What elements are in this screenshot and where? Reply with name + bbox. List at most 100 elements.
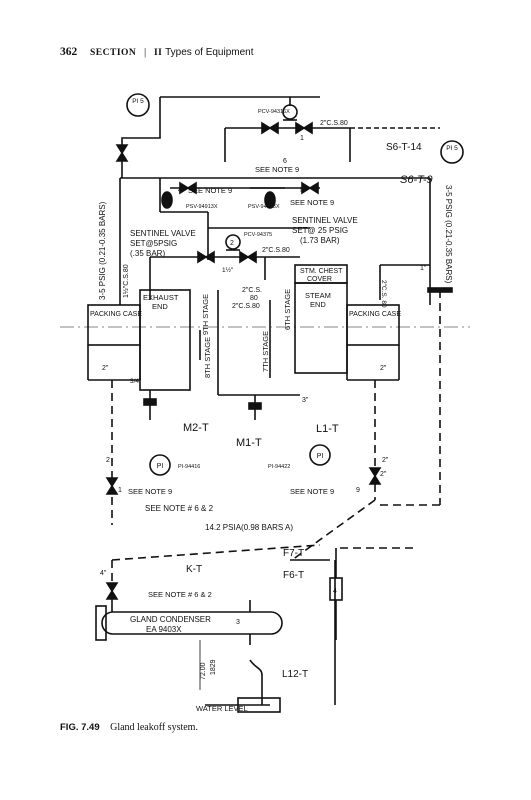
size-1half-label: 1½" (222, 266, 234, 274)
pi-5-right-icon (440, 140, 464, 164)
sentinel-left-2: SET@5PSIG (130, 239, 177, 248)
f6-valve (290, 548, 343, 640)
page-number: 362 (60, 46, 78, 58)
num-6-label: 6 (283, 158, 287, 165)
see-note-9-top: SEE NOTE 9 (255, 165, 299, 174)
pi5-top-label: PI 5 (132, 98, 144, 105)
num-4-label: 4 (178, 187, 182, 194)
pi-right-label: PI (317, 453, 324, 460)
valve-1-label: 1 (300, 135, 304, 142)
stage-6-label: 6TH STAGE (283, 289, 292, 330)
cs-top-label: 2"C.S.80 (320, 120, 348, 127)
m2t-label: M2-T (183, 422, 209, 434)
gland-condenser (95, 560, 336, 713)
kt-label: K-T (186, 564, 202, 575)
stm-chest-1: STM. CHEST (300, 268, 343, 275)
water-level-label: WATER LEVEL (196, 704, 248, 713)
pi-tag-right: PI-94422 (268, 464, 290, 470)
size-2c-label: 2" (382, 457, 389, 464)
pi-left-label: PI (157, 463, 164, 470)
stage-8-label: 8TH STAGE (203, 337, 212, 378)
s6t9-label: S6-T-9 (400, 174, 433, 186)
psv-right-tag: PSV-94913X (248, 204, 280, 210)
packing-case-left: PACKING CASE (90, 311, 142, 318)
gland-condenser-label: GLAND CONDENSER (130, 615, 211, 624)
num-4b-label: 4 (333, 588, 337, 595)
cs80-mid-1: 2"C.S. (242, 287, 262, 294)
page-header: 362 SECTION | II Types of Equipment (60, 46, 254, 58)
pi5-right-label: PI 5 (446, 145, 458, 152)
see-note-9-r2: SEE NOTE 9 (290, 487, 334, 496)
size-3-label: 3" (302, 397, 309, 404)
exhaust-end-1: EXHAUST (143, 293, 179, 302)
exhaust-end-2: END (152, 302, 168, 311)
stage-lines (149, 290, 300, 420)
sentinel-left-3: (.35 BAR) (130, 249, 165, 258)
gland-tag-label: EA 9403X (146, 625, 182, 634)
cs80-mid-2: 80 (250, 295, 258, 302)
cs80-right-label: 2"C.S. 80 (380, 280, 387, 308)
cs80-a-label: 2"C.S.80 (262, 247, 290, 254)
s6t14-label: S6-T-14 (386, 142, 422, 153)
packing-case-right: PACKING CASE (349, 311, 401, 318)
drain-lines (111, 290, 441, 600)
figure-caption: FIG. 7.49 Gland leakoff system. (60, 722, 198, 733)
diagram-labels: PI 5 PI 5 PI PI 3-5 PSIG (0.21-0.35 BARS… (90, 98, 458, 713)
see-note-6-2a: SEE NOTE # 6 & 2 (145, 504, 214, 513)
dim-1-label: 72.00 (200, 662, 207, 680)
control-valves (161, 104, 453, 293)
l1t-label: L1-T (316, 423, 339, 435)
num-9-label: 9 (356, 487, 360, 494)
steam-end-2: END (310, 300, 326, 309)
pi-left-icon (149, 454, 171, 476)
pi-right-icon (309, 444, 331, 466)
see-note-9-right: SEE NOTE 9 (290, 198, 334, 207)
turbine-boxes (60, 264, 470, 391)
steam-header-lines (119, 96, 440, 305)
figure-label: FIG. 7.49 (60, 722, 100, 733)
stm-chest-2: COVER (307, 276, 332, 283)
pi-5-top-icon (126, 93, 150, 117)
size-2b-label: 2" (380, 365, 387, 372)
f6t-label: F6-T (283, 570, 304, 581)
m1t-label: M1-T (236, 437, 262, 449)
pressure-right-label: 3-5 PSIG (0.21-0.35 BARS) (444, 185, 453, 284)
sentinel-left-1: SENTINEL VALVE (130, 229, 196, 238)
valve-icons (105, 121, 382, 600)
size-1in-label: 1" (420, 265, 427, 272)
num-2-label: 2 (106, 457, 110, 464)
stage-7-label: 7TH STAGE (261, 331, 270, 372)
size-2a-label: 2" (102, 365, 109, 372)
num-1-label: 1 (118, 487, 122, 494)
separator: | (144, 46, 147, 58)
size-2d-label: 2" (380, 471, 387, 478)
f7t-label: F7-T (283, 548, 304, 559)
figure-caption-text: Gland leakoff system. (110, 722, 198, 733)
num-3-label: 3 (236, 619, 240, 626)
pi-tag-left: PI-94416 (178, 464, 200, 470)
size-4in-label: 4" (100, 570, 107, 577)
sentinel-right-3: (1.73 BAR) (300, 236, 340, 245)
dim-2-label: 1829 (210, 659, 217, 675)
psv-left-tag: PSV-94913X (186, 204, 218, 210)
psia-label: 14.2 PSIA(0.98 BARS A) (205, 523, 293, 532)
see-note-9-l2: SEE NOTE 9 (128, 487, 172, 496)
pcv-mid-tag: PCV-94375 (244, 232, 272, 238)
l12t-label: L12-T (282, 669, 308, 680)
num-5-label: 5 (300, 187, 304, 194)
pressure-left-label: 3-5 PSIG (0.21-0.35 BARS) (98, 201, 107, 300)
sentinel-right-2: SET@ 25 PSIG (292, 226, 348, 235)
see-note-9-left: SEE NOTE 9 (188, 186, 232, 195)
section-label: SECTION (90, 48, 137, 58)
cs80-left-label: 1½"C.S.80 (122, 264, 130, 298)
see-note-6-2b: SEE NOTE # 6 & 2 (148, 590, 212, 599)
cs80-b-label: 2"C.S.80 (232, 303, 260, 310)
valve-2-label: 2 (230, 240, 234, 247)
pcv-top-tag: PCV-94316X (258, 109, 290, 115)
section-title: Types of Equipment (165, 47, 254, 58)
sentinel-right-1: SENTINEL VALVE (292, 216, 358, 225)
steam-end-1: STEAM (305, 291, 331, 300)
stage-9-label: 9TH STAGE (201, 294, 210, 335)
section-number: II (153, 48, 163, 58)
